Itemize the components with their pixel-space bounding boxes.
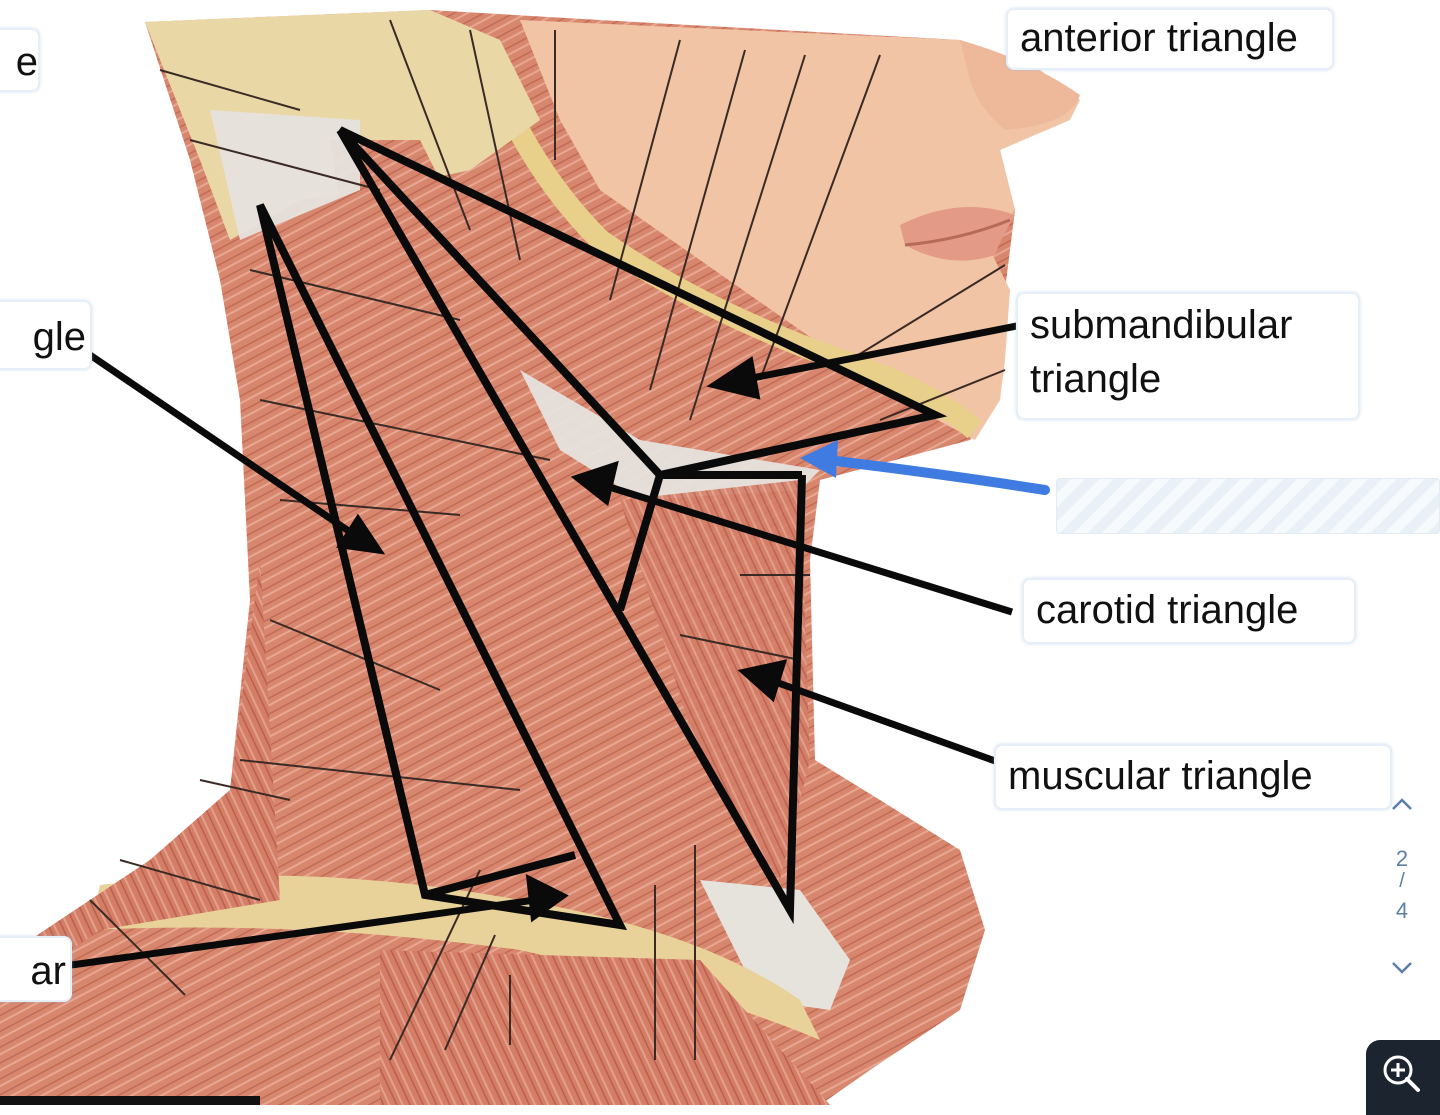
face-skin <box>520 20 1080 440</box>
label-leader-lines <box>89 19 1006 1061</box>
page-current: 2 <box>1395 846 1409 871</box>
page-total: 4 <box>1395 898 1409 923</box>
triangle-outlines <box>256 126 948 931</box>
page-navigator: 2 / 4 <box>1380 790 1424 990</box>
zoom-in-button[interactable] <box>1366 1040 1440 1115</box>
submandibular-label-line2: triangle <box>1030 357 1162 401</box>
anterior-triangle-outline <box>337 126 948 480</box>
infrahyoid-muscles <box>620 480 810 880</box>
clavicle <box>90 875 820 1040</box>
left-bottom-label-text: ar <box>30 949 66 993</box>
left-bottom-label-fragment[interactable]: ar <box>0 936 72 1002</box>
sternocleidomastoid <box>330 140 800 930</box>
carotid-triangle-label[interactable]: carotid triangle <box>1022 578 1356 644</box>
carotid-triangle-label-text: carotid triangle <box>1036 588 1299 632</box>
sternal-tendon <box>700 880 850 1010</box>
left-top-label-text: e <box>15 40 38 84</box>
anterior-triangle-label-text: anterior triangle <box>1020 16 1298 60</box>
submandibular-triangle-label[interactable]: submandibular triangle <box>1016 292 1360 420</box>
omohyoid-edge-outline <box>423 851 577 899</box>
page-separator: / <box>1399 870 1405 892</box>
highlight-arrow <box>800 440 1050 495</box>
left-top-label-fragment[interactable]: e <box>0 28 40 92</box>
lips <box>900 207 1015 261</box>
chevron-up-icon[interactable] <box>1388 790 1416 818</box>
muscular-triangle-label[interactable]: muscular triangle <box>994 744 1392 810</box>
nose <box>960 40 1080 130</box>
submandibular-label-line1: submandibular <box>1030 303 1293 347</box>
bottom-left-bar <box>0 1096 260 1105</box>
trapezius <box>0 560 280 1000</box>
left-mid-label-fragment[interactable]: gle <box>0 300 92 370</box>
left-mid-label-text: gle <box>32 315 86 359</box>
zoom-in-icon <box>1383 1055 1420 1092</box>
hyoid-tendon <box>520 370 820 500</box>
sternomastoid-edge-outline <box>336 128 806 925</box>
hidden-answer-blank[interactable] <box>1056 478 1440 534</box>
mastoid-tendon <box>210 110 360 240</box>
anterior-triangle-label[interactable]: anterior triangle <box>1006 8 1334 70</box>
muscular-triangle-label-text: muscular triangle <box>1008 754 1313 798</box>
chevron-down-icon[interactable] <box>1388 954 1416 982</box>
pointer-arrows <box>35 321 1023 974</box>
lower-neck-muscles <box>380 950 830 1105</box>
posterior-triangle-outline <box>256 203 628 931</box>
